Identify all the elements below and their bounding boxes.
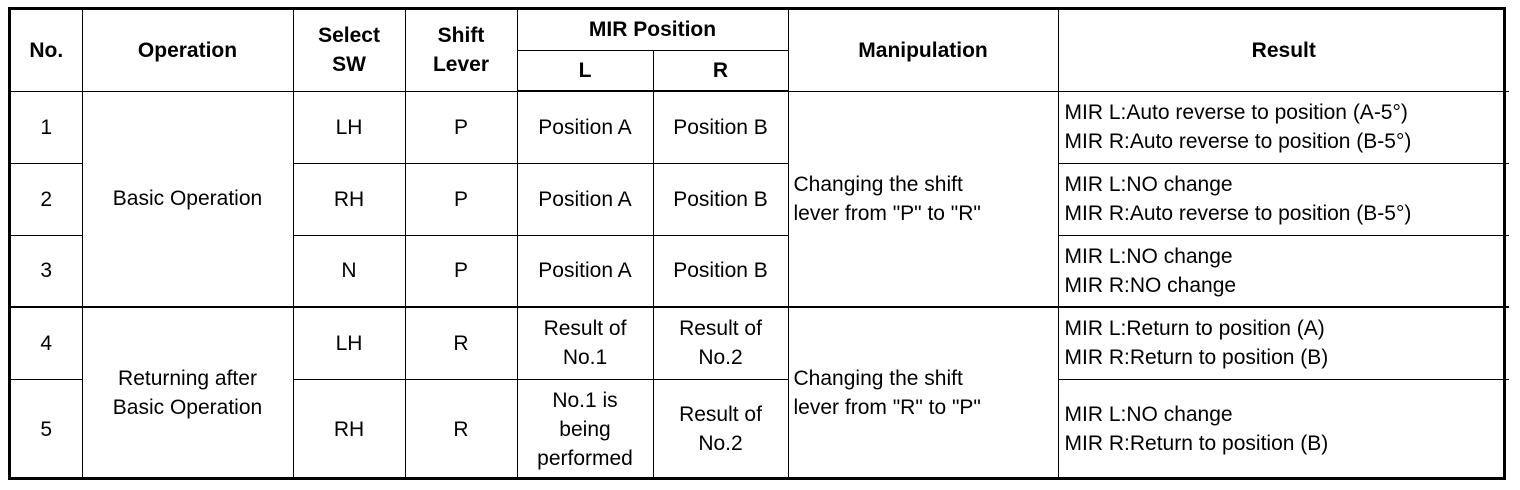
table-row: 1 Basic Operation LH P Position A Positi… — [11, 90, 1510, 308]
header-mir-r: R — [652, 49, 789, 92]
cell-manipulation-line: lever from "R" to "P" — [793, 396, 981, 420]
table-row: 2 RH P Position A Position B MIR L:NO ch… — [11, 162, 1510, 236]
table-row: 3 N P Position A Position B MIR L:NO cha… — [11, 234, 1510, 308]
cell-manipulation: Changing the shift lever from "P" to "R" — [787, 90, 1059, 308]
cell-operation-line: Returning after — [118, 367, 257, 391]
cell-mir-l: Position A — [516, 162, 654, 236]
cell-mir-r-line: Position B — [673, 187, 768, 211]
cell-operation: Returning after Basic Operation — [81, 306, 294, 480]
cell-mir-r: Position B — [652, 162, 789, 236]
cell-mir-r-line: No.2 — [698, 432, 743, 456]
cell-operation-line: Basic Operation — [112, 396, 263, 420]
header-no: No. — [11, 10, 83, 92]
cell-manipulation-line: Changing the shift — [793, 367, 963, 391]
cell-mir-r-line: Result of — [679, 403, 762, 427]
header-mir-l: L — [517, 49, 654, 92]
cell-manipulation: Changing the shift lever from "R" to "P" — [787, 306, 1059, 480]
cell-mir-r-line: Position B — [673, 115, 768, 139]
cell-no: 1 — [11, 90, 83, 164]
cell-mir-l: Result of No.1 — [516, 306, 654, 380]
cell-mir-r: Result of No.2 — [652, 306, 789, 380]
cell-select-sw: N — [292, 234, 406, 308]
table-row: 5 RH R No.1 is being performed Result of… — [11, 378, 1510, 479]
cell-mir-l-line: performed — [537, 446, 633, 470]
cell-result: MIR L:NO change MIR R:Auto reverse to po… — [1057, 162, 1510, 236]
cell-mir-l-line: No.1 — [562, 346, 608, 370]
cell-mir-l-line: No.1 is — [552, 388, 618, 412]
cell-result: MIR L:NO change MIR R:Return to position… — [1057, 378, 1510, 479]
cell-result: MIR L:Return to position (A) MIR R:Retur… — [1057, 306, 1510, 380]
cell-mir-r: Result of No.2 — [652, 378, 789, 479]
cell-result-line: MIR R:Auto reverse to position (B-5°) — [1064, 130, 1412, 153]
cell-mir-l-line: Position A — [538, 115, 632, 139]
cell-result: MIR L:NO change MIR R:NO change — [1057, 234, 1510, 308]
cell-shift-lever: P — [404, 90, 518, 164]
header-select-sw-line: SW — [332, 53, 366, 77]
header-select-sw-line: Select — [318, 24, 380, 48]
cell-result-line: MIR L:NO change — [1064, 403, 1233, 427]
cell-mir-r-line: Result of — [679, 317, 762, 341]
mirror-operation-table-frame: No. Operation Select SW Shift Lever MIR … — [8, 7, 1510, 480]
table-row: 4 Returning after Basic Operation LH R R… — [11, 306, 1510, 480]
cell-mir-l-line: Position A — [538, 187, 632, 211]
cell-result-line: MIR L:Auto reverse to position (A-5°) — [1064, 101, 1408, 124]
cell-mir-l-line: Result of — [543, 317, 627, 341]
cell-result: MIR L:Auto reverse to position (A-5°) MI… — [1057, 90, 1510, 164]
cell-no: 2 — [11, 162, 83, 236]
cell-no: 4 — [11, 306, 83, 380]
cell-manipulation-line: Changing the shift — [793, 172, 963, 196]
cell-result-line: MIR L:NO change — [1064, 173, 1233, 196]
cell-result-line: MIR R:NO change — [1064, 273, 1237, 297]
header-operation: Operation — [81, 10, 294, 92]
cell-mir-r-line: Position B — [673, 259, 768, 283]
cell-shift-lever: P — [404, 162, 518, 236]
cell-mir-l: Position A — [516, 90, 654, 164]
cell-mir-r: Position B — [652, 234, 789, 308]
header-manipulation: Manipulation — [787, 10, 1059, 92]
cell-mir-l: Position A — [516, 234, 654, 308]
cell-shift-lever: P — [404, 234, 518, 308]
cell-result-line: MIR L:Return to position (A) — [1064, 317, 1325, 341]
cell-select-sw: RH — [292, 162, 406, 236]
cell-mir-r: Position B — [652, 90, 789, 164]
cell-mir-r-line: No.2 — [698, 346, 743, 370]
header-result: Result — [1057, 10, 1510, 92]
header-shift-lever-line: Shift — [437, 24, 485, 48]
cell-no: 5 — [11, 378, 83, 479]
cell-result-line: MIR R:Auto reverse to position (B-5°) — [1064, 202, 1412, 225]
mirror-operation-table: No. Operation Select SW Shift Lever MIR … — [11, 10, 1510, 480]
cell-mir-l-line: being — [559, 417, 611, 441]
cell-manipulation-line: lever from "P" to "R" — [793, 201, 981, 225]
cell-select-sw: RH — [292, 378, 406, 479]
cell-operation: Basic Operation — [81, 90, 294, 308]
cell-select-sw: LH — [292, 306, 406, 380]
header-select-sw: Select SW — [292, 10, 406, 92]
cell-shift-lever: R — [404, 306, 518, 380]
cell-mir-l-line: Position A — [538, 259, 632, 283]
cell-mir-l: No.1 is being performed — [516, 378, 654, 479]
cell-result-line: MIR R:Return to position (B) — [1064, 346, 1329, 370]
cell-select-sw: LH — [292, 90, 406, 164]
cell-shift-lever: R — [404, 378, 518, 479]
cell-result-line: MIR L:NO change — [1064, 244, 1233, 268]
header-mir-position: MIR Position — [516, 10, 789, 51]
header-shift-lever: Shift Lever — [404, 10, 518, 92]
cell-no: 3 — [11, 234, 83, 308]
header-shift-lever-line: Lever — [432, 53, 490, 77]
cell-result-line: MIR R:Return to position (B) — [1064, 432, 1329, 456]
